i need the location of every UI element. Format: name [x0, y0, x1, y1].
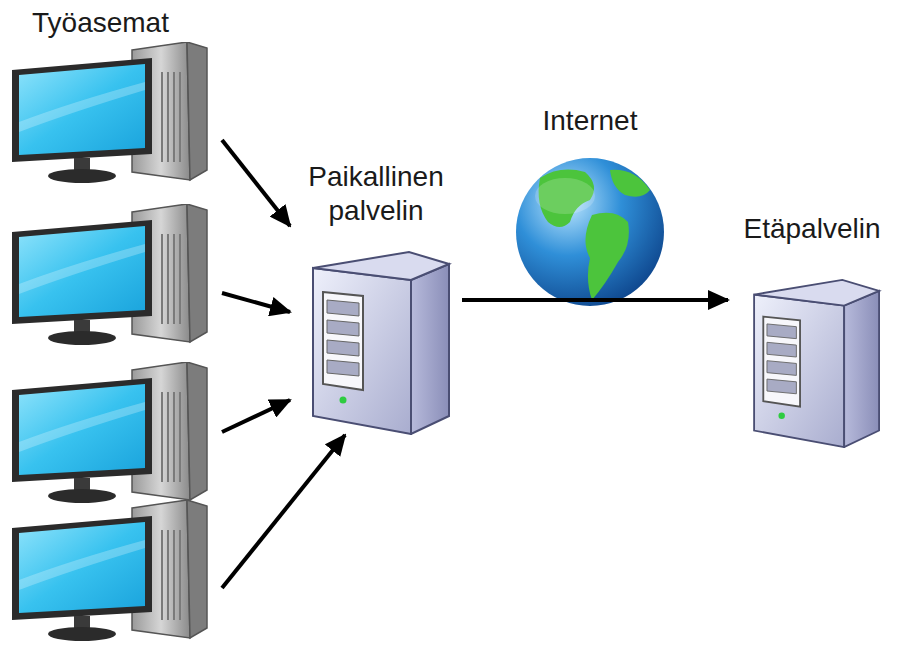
network-label: Internet — [543, 104, 638, 138]
arrow-connector — [222, 400, 290, 432]
arrow-connector — [222, 435, 345, 588]
arrow-connector — [222, 293, 290, 312]
arrow-connector — [222, 140, 290, 226]
server-node: Etäpalvelin — [728, 212, 896, 448]
server-label: Etäpalvelin — [728, 212, 896, 246]
arrow-connector — [462, 298, 728, 302]
server-label: Paikallinen palvelin — [290, 160, 462, 228]
group-heading: Työasemat — [32, 6, 210, 40]
server-node: Paikallinen palvelin — [290, 160, 462, 435]
workstation-group: Työasemat — [10, 6, 222, 650]
